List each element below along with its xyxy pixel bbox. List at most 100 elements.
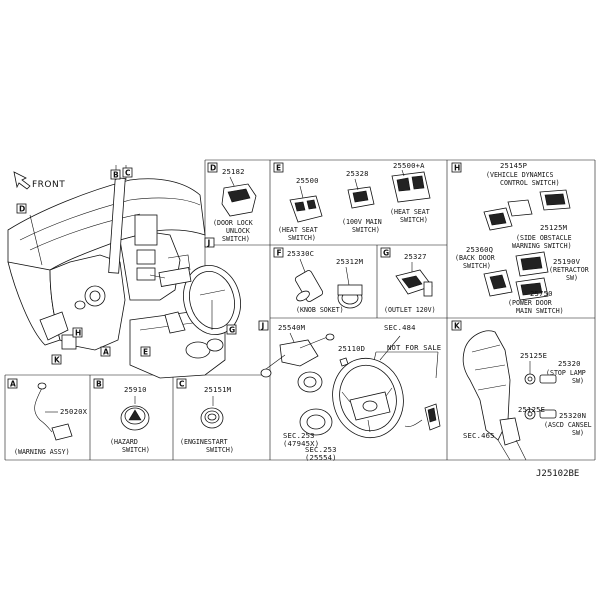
power-door-switch bbox=[515, 277, 549, 301]
svg-text:(ENGINESTART: (ENGINESTART bbox=[180, 438, 228, 446]
svg-text:D: D bbox=[210, 164, 216, 173]
tag-h: H bbox=[72, 327, 83, 338]
svg-text:G: G bbox=[383, 249, 389, 258]
svg-text:B: B bbox=[96, 380, 102, 389]
svg-text:(POWER DOOR: (POWER DOOR bbox=[508, 299, 552, 307]
svg-text:(STOP LAMP: (STOP LAMP bbox=[546, 369, 586, 377]
svg-text:SW): SW) bbox=[566, 274, 578, 282]
svg-text:(25554): (25554) bbox=[305, 453, 337, 462]
dashboard-illustration bbox=[7, 165, 241, 379]
pedal-assembly bbox=[462, 330, 527, 461]
front-arrow-icon bbox=[13, 171, 31, 190]
svg-text:E: E bbox=[143, 348, 148, 357]
panel-c: C 25151M (ENGINESTART SWITCH) bbox=[176, 378, 234, 454]
hazard-switch bbox=[120, 405, 150, 431]
svg-text:SWITCH): SWITCH) bbox=[122, 446, 150, 454]
panel-e: E 25500 25328 25500+A (HEAT SEAT SWITCH)… bbox=[273, 161, 431, 242]
steering-wheel bbox=[332, 335, 404, 439]
svg-text:25312M: 25312M bbox=[336, 257, 364, 266]
svg-text:B: B bbox=[113, 171, 119, 180]
svg-text:SWITCH): SWITCH) bbox=[222, 235, 250, 243]
panel-b: B 25910 (HAZARD SWITCH) bbox=[93, 378, 150, 454]
retractor-switch bbox=[515, 251, 549, 277]
vdc-switch bbox=[507, 189, 571, 217]
svg-text:(HEAT SEAT: (HEAT SEAT bbox=[278, 226, 318, 234]
svg-text:25020X: 25020X bbox=[60, 407, 88, 416]
svg-text:SWITCH): SWITCH) bbox=[206, 446, 234, 454]
svg-text:(RETRACTOR: (RETRACTOR bbox=[549, 266, 589, 274]
svg-text:K: K bbox=[454, 322, 461, 331]
panel-d: D 25182 (DOOR LOCK UNLOCK SWITCH) bbox=[207, 162, 257, 243]
stop-lamp-switch bbox=[524, 361, 557, 385]
svg-text:SEC.253: SEC.253 bbox=[305, 445, 337, 454]
hazard-triangle-icon bbox=[128, 409, 142, 421]
tag-g: G bbox=[226, 324, 237, 335]
svg-text:25328: 25328 bbox=[346, 169, 369, 178]
spiral-cable bbox=[297, 371, 333, 436]
dashboard-tags: D B C J A E H K G bbox=[16, 167, 237, 365]
panel-j: J 25540M 25110D SEC.484 NOT FOR SALE bbox=[258, 320, 441, 462]
svg-text:E: E bbox=[276, 164, 281, 173]
svg-text:SWITCH): SWITCH) bbox=[352, 226, 380, 234]
svg-text:K: K bbox=[54, 356, 61, 365]
svg-text:25110D: 25110D bbox=[338, 344, 365, 353]
svg-text:25750: 25750 bbox=[530, 289, 553, 298]
svg-text:25500: 25500 bbox=[296, 176, 319, 185]
svg-text:(DOOR LOCK: (DOOR LOCK bbox=[213, 219, 253, 227]
panel-h: H 25145P (VEHICLE DYNAMICS CONTROL SWITC… bbox=[451, 161, 589, 315]
engine-start-switch bbox=[200, 407, 224, 429]
svg-text:25182: 25182 bbox=[222, 167, 245, 176]
svg-text:H: H bbox=[75, 329, 81, 338]
svg-text:G: G bbox=[229, 326, 235, 335]
grid-frame bbox=[4, 159, 596, 461]
svg-text:(HEAT SEAT: (HEAT SEAT bbox=[390, 208, 430, 216]
svg-text:NOT FOR SALE: NOT FOR SALE bbox=[387, 343, 441, 352]
warning-assy bbox=[34, 382, 73, 441]
steering-switch bbox=[404, 403, 441, 431]
tag-j: J bbox=[204, 237, 215, 248]
svg-text:25125M: 25125M bbox=[540, 223, 568, 232]
svg-text:25190V: 25190V bbox=[553, 257, 581, 266]
svg-text:(WARNING ASSY): (WARNING ASSY) bbox=[14, 448, 70, 456]
tag-a: A bbox=[100, 346, 111, 357]
ascd-cancel-switch bbox=[524, 408, 557, 420]
svg-text:SEC.253: SEC.253 bbox=[283, 431, 315, 440]
svg-text:SEC.465: SEC.465 bbox=[463, 431, 495, 440]
svg-text:(OUTLET 120V): (OUTLET 120V) bbox=[384, 306, 436, 314]
svg-text:C: C bbox=[125, 169, 131, 178]
front-label: FRONT bbox=[32, 180, 65, 190]
heat-seat-switch-left bbox=[289, 185, 323, 223]
svg-text:(KNOB SOKET): (KNOB SOKET) bbox=[296, 306, 344, 314]
knob-socket-cap bbox=[294, 258, 324, 302]
svg-text:25320: 25320 bbox=[558, 359, 581, 368]
tag-e: E bbox=[140, 346, 151, 357]
main-switch-100v bbox=[347, 178, 375, 209]
svg-text:H: H bbox=[454, 164, 460, 173]
svg-text:25540M: 25540M bbox=[278, 323, 306, 332]
svg-text:F: F bbox=[277, 249, 282, 258]
svg-text:25910: 25910 bbox=[124, 385, 147, 394]
svg-text:J: J bbox=[261, 322, 265, 331]
svg-text:SW): SW) bbox=[572, 377, 584, 385]
svg-text:D: D bbox=[19, 205, 25, 214]
panel-f: F 25330C 25312M (KNOB SOKET) bbox=[273, 247, 364, 314]
tag-k: K bbox=[51, 354, 62, 365]
panel-g: G 25327 (OUTLET 120V) bbox=[380, 247, 436, 314]
svg-text:(SIDE OBSTACLE: (SIDE OBSTACLE bbox=[516, 234, 572, 242]
svg-text:UNLOCK: UNLOCK bbox=[226, 227, 250, 235]
svg-text:A: A bbox=[103, 348, 109, 357]
svg-text:(BACK DOOR: (BACK DOOR bbox=[455, 254, 495, 262]
svg-text:SWITCH): SWITCH) bbox=[463, 262, 491, 270]
diagram-code: J25102BE bbox=[536, 469, 579, 479]
knob-socket-body bbox=[337, 266, 363, 309]
tag-b: B bbox=[110, 169, 121, 180]
svg-text:(100V MAIN: (100V MAIN bbox=[342, 218, 382, 226]
svg-text:25500+A: 25500+A bbox=[393, 161, 425, 170]
side-obstacle-switch bbox=[483, 207, 513, 231]
svg-text:25360Q: 25360Q bbox=[466, 245, 493, 254]
svg-text:CONTROL SWITCH): CONTROL SWITCH) bbox=[500, 179, 560, 187]
back-door-switch bbox=[483, 269, 513, 297]
svg-text:A: A bbox=[10, 380, 16, 389]
svg-text:(HAZARD: (HAZARD bbox=[110, 438, 138, 446]
